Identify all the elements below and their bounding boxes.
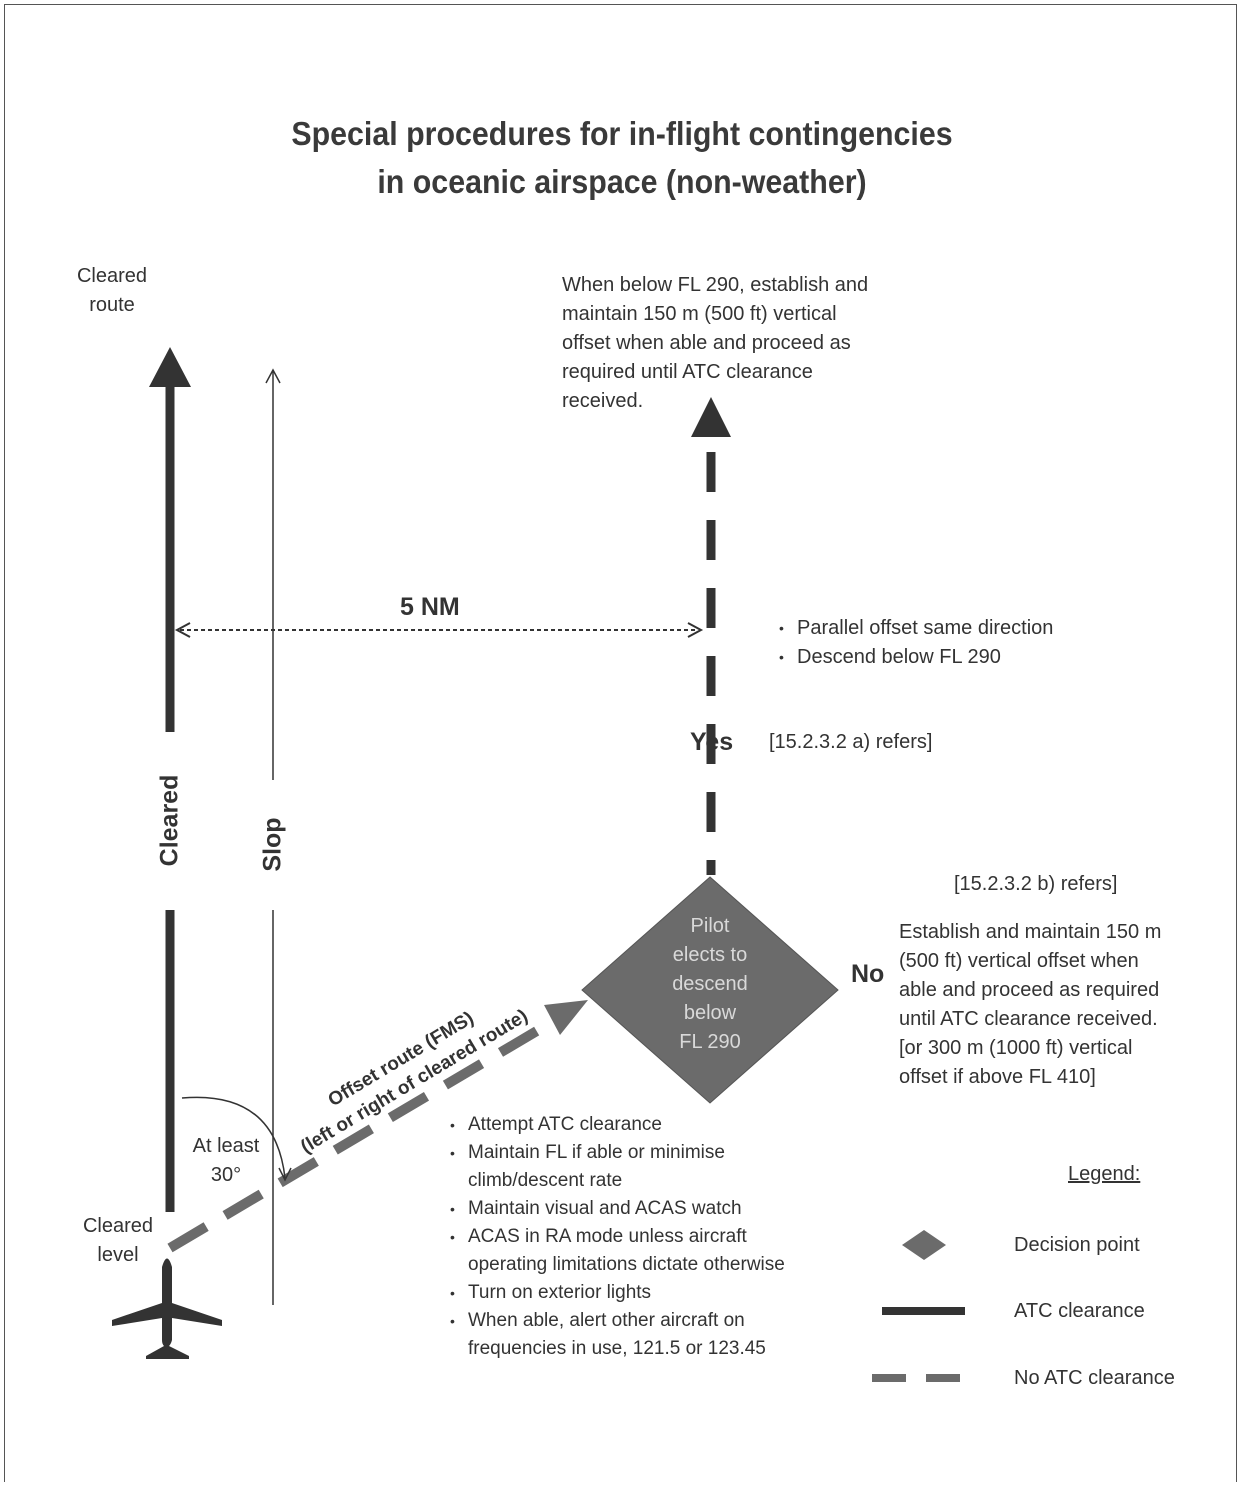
yes-path-arrowhead	[691, 397, 731, 437]
list-item: Turn on exterior lights	[446, 1279, 826, 1307]
list-item-line: Attempt ATC clearance	[468, 1114, 662, 1135]
no-note: Establish and maintain 150 m (500 ft) ve…	[899, 918, 1219, 1092]
five-nm-label: 5 NM	[400, 593, 460, 621]
action-bullet-list: Attempt ATC clearance Maintain FL if abl…	[446, 1111, 826, 1363]
angle-arc	[181, 1096, 292, 1182]
decision-text-line: Pilot	[690, 915, 730, 937]
cleared-level-label-line: Cleared	[82, 1215, 154, 1237]
decision-diamond	[581, 876, 839, 1104]
legend-label-decision: Decision point	[1014, 1234, 1140, 1256]
cleared-route-label-line: Cleared	[76, 265, 148, 287]
no-note-line: able and proceed as required	[899, 979, 1160, 1001]
legend-title: Legend:	[1068, 1163, 1141, 1185]
list-item-line: ACAS in RA mode unless aircraft	[468, 1226, 747, 1247]
list-item: When able, alert other aircraft on freque…	[446, 1307, 826, 1363]
cleared-level-label: Cleared level	[78, 1212, 158, 1270]
decision-text-line: FL 290	[679, 1031, 741, 1053]
yes-bullet-list: Parallel offset same direction Descend b…	[775, 614, 1095, 672]
list-item: Maintain FL if able or minimise climb/des…	[446, 1139, 826, 1195]
decision-text-line: descend	[672, 973, 748, 995]
list-item-line: operating limitations dictate otherwise	[468, 1254, 785, 1275]
no-note-line: [or 300 m (1000 ft) vertical	[899, 1037, 1133, 1059]
list-item: ACAS in RA mode unless aircraft operating…	[446, 1223, 826, 1279]
list-item-line: When able, alert other aircraft on	[468, 1310, 745, 1331]
offset-route-line	[167, 1000, 588, 1253]
five-nm-arrow	[174, 622, 704, 638]
page-title: Special procedures for in-flight conting…	[234, 110, 1010, 206]
diagram-frame	[4, 4, 1237, 1482]
cleared-route-label-line: route	[89, 294, 135, 316]
legend-diamond	[902, 1230, 946, 1260]
angle-label-line: 30°	[210, 1164, 242, 1186]
list-item-line: climb/descent rate	[468, 1170, 623, 1191]
list-item: Descend below FL 290	[775, 643, 1095, 672]
list-item: Maintain visual and ACAS watch	[446, 1195, 826, 1223]
airplane-icon	[112, 1258, 222, 1359]
title-line-2: in oceanic airspace (non-weather)	[377, 163, 867, 200]
top-note-line: required until ATC clearance	[562, 361, 813, 383]
cleared-vertical-label: Cleared	[155, 774, 184, 867]
slop-line	[265, 368, 281, 1305]
list-item-line: frequencies in use, 121.5 or 123.45	[468, 1338, 766, 1359]
top-note-line: received.	[562, 390, 644, 412]
slop-vertical-label: Slop	[258, 817, 287, 872]
cleared-route-label: Cleared route	[72, 262, 152, 320]
decision-text-line: elects to	[672, 944, 748, 966]
legend-label-atc: ATC clearance	[1014, 1300, 1145, 1322]
list-item-line: Maintain visual and ACAS watch	[468, 1198, 742, 1219]
angle-label: At least 30°	[186, 1132, 266, 1190]
cleared-route-line	[149, 347, 191, 1212]
no-note-line: until ATC clearance received.	[899, 1008, 1158, 1030]
angle-label-line: At least	[192, 1135, 260, 1157]
no-label: No	[851, 960, 885, 988]
list-item-line: Turn on exterior lights	[468, 1282, 652, 1303]
decision-text: Pilot elects to descend below FL 290	[650, 912, 770, 1057]
yes-path-line	[691, 397, 731, 875]
top-note: When below FL 290, establish and maintai…	[562, 271, 902, 416]
top-note-line: When below FL 290, establish and	[562, 274, 869, 296]
list-item: Attempt ATC clearance	[446, 1111, 826, 1139]
offset-route-arrowhead	[544, 1000, 588, 1035]
list-item-line: Maintain FL if able or minimise	[468, 1142, 725, 1163]
legend-symbols	[872, 1230, 975, 1382]
ref-a-label: [15.2.3.2 a) refers]	[769, 731, 933, 753]
top-note-line: maintain 150 m (500 ft) vertical	[562, 303, 837, 325]
cleared-level-label-line: level	[97, 1244, 139, 1266]
list-item: Parallel offset same direction	[775, 614, 1095, 643]
no-note-line: offset if above FL 410]	[899, 1066, 1096, 1088]
top-note-line: offset when able and proceed as	[562, 332, 851, 354]
legend-label-no-atc: No ATC clearance	[1014, 1367, 1175, 1389]
title-line-1: Special procedures for in-flight conting…	[291, 115, 953, 152]
no-note-line: (500 ft) vertical offset when	[899, 950, 1139, 972]
yes-label: Yes	[690, 728, 734, 756]
cleared-route-arrowhead	[149, 347, 191, 387]
no-note-line: Establish and maintain 150 m	[899, 921, 1162, 943]
ref-b-label: [15.2.3.2 b) refers]	[954, 873, 1118, 895]
decision-text-line: below	[683, 1002, 737, 1024]
